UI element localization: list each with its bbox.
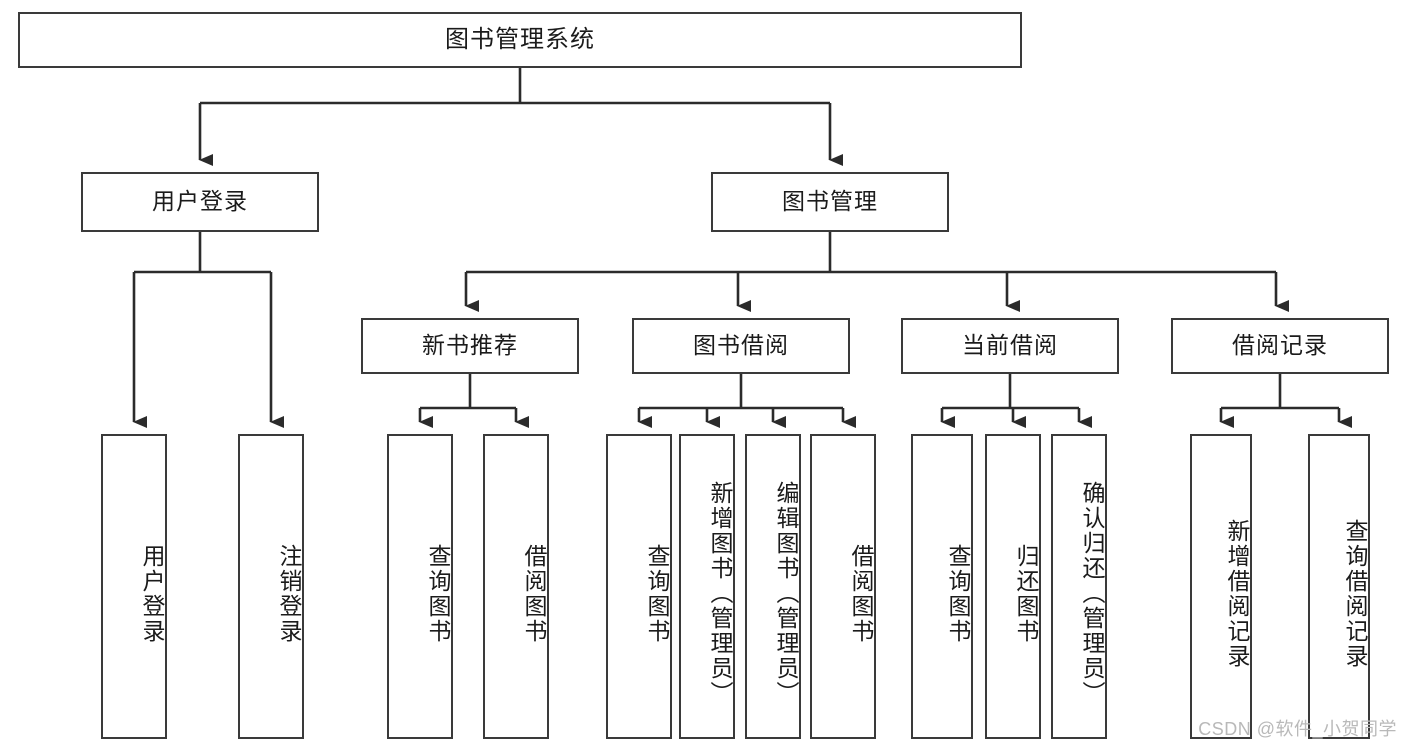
leaf-logout-login[interactable]: 注销登录 [238,434,304,739]
node-new-book-recommend-label: 新书推荐 [422,332,518,359]
node-book-management-label: 图书管理 [782,188,878,215]
leaf-label: 归还图书 [1013,543,1039,644]
leaf-label: 编辑图书（管理员） [773,481,799,706]
node-book-management[interactable]: 图书管理 [711,172,949,232]
leaf-label: 查询图书 [945,543,971,644]
leaf-label: 查询借阅记录 [1342,518,1368,669]
leaf-label: 查询图书 [425,543,451,644]
leaf-return-book[interactable]: 归还图书 [985,434,1041,739]
node-book-borrow[interactable]: 图书借阅 [632,318,850,374]
leaf-confirm-return-admin[interactable]: 确认归还（管理员） [1051,434,1107,739]
node-user-login[interactable]: 用户登录 [81,172,319,232]
leaf-user-login[interactable]: 用户登录 [101,434,167,739]
node-borrow-record[interactable]: 借阅记录 [1171,318,1389,374]
node-current-borrow[interactable]: 当前借阅 [901,318,1119,374]
leaf-query-book-current[interactable]: 查询图书 [911,434,973,739]
leaf-query-book-borrow[interactable]: 查询图书 [606,434,672,739]
leaf-label: 新增图书（管理员） [707,481,733,706]
node-book-borrow-label: 图书借阅 [693,332,789,359]
node-root[interactable]: 图书管理系统 [18,12,1022,68]
leaf-query-borrow-record[interactable]: 查询借阅记录 [1308,434,1370,739]
leaf-label: 注销登录 [276,543,302,644]
node-user-login-label: 用户登录 [152,188,248,215]
leaf-label: 用户登录 [139,543,165,644]
node-new-book-recommend[interactable]: 新书推荐 [361,318,579,374]
leaf-edit-book-admin[interactable]: 编辑图书（管理员） [745,434,801,739]
leaf-label: 查询图书 [644,543,670,644]
node-current-borrow-label: 当前借阅 [962,332,1058,359]
node-root-label: 图书管理系统 [445,25,595,53]
leaf-label: 借阅图书 [848,543,874,644]
leaf-label: 借阅图书 [521,543,547,644]
leaf-borrow-book-recommend[interactable]: 借阅图书 [483,434,549,739]
leaf-label: 确认归还（管理员） [1079,481,1105,706]
leaf-borrow-book[interactable]: 借阅图书 [810,434,876,739]
leaf-add-book-admin[interactable]: 新增图书（管理员） [679,434,735,739]
node-borrow-record-label: 借阅记录 [1232,332,1328,359]
csdn-watermark: CSDN @软件_小贺同学 [1198,719,1397,739]
leaf-query-book-recommend[interactable]: 查询图书 [387,434,453,739]
leaf-add-borrow-record[interactable]: 新增借阅记录 [1190,434,1252,739]
leaf-label: 新增借阅记录 [1224,518,1250,669]
